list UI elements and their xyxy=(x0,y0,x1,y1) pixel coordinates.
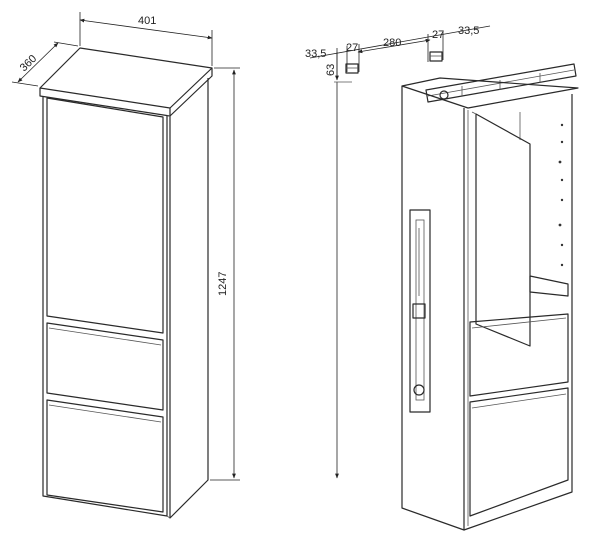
closed-cabinet-view: 401 360 1247 xyxy=(11,12,240,519)
height-label: 1247 xyxy=(217,272,229,296)
upper-door xyxy=(46,97,164,334)
wall-bracket-left xyxy=(345,63,359,74)
wall-bracket-right xyxy=(429,51,443,62)
cabinet-front xyxy=(42,96,168,517)
open-door xyxy=(475,113,531,347)
spacing-label: 280 xyxy=(383,37,401,49)
offset-label: 63 xyxy=(325,64,337,76)
drawer-front-1 xyxy=(469,313,569,397)
shelf-pin-holes xyxy=(558,123,564,267)
drawer-front-2 xyxy=(469,387,569,517)
lower-drawer xyxy=(46,399,164,513)
spirit-level xyxy=(409,209,431,413)
width-label: 401 xyxy=(138,15,156,27)
depth-label: 360 xyxy=(18,53,40,74)
cabinet-top xyxy=(39,47,213,109)
cabinet-side xyxy=(169,78,209,519)
open-cabinet xyxy=(401,77,579,531)
mounting-view: 33,5 27 280 27 33,5 63 xyxy=(305,25,579,531)
edge-right-label: 33,5 xyxy=(458,25,479,37)
width-dimension: 401 xyxy=(79,12,213,66)
height-dimension: 1247 xyxy=(210,67,240,481)
bracket-left-label: 27 xyxy=(346,42,358,54)
upper-drawer xyxy=(46,322,164,411)
bracket-right-label: 27 xyxy=(432,29,444,41)
edge-left-label: 33,5 xyxy=(305,48,326,60)
offset-dimension: 63 xyxy=(325,52,352,479)
depth-dimension: 360 xyxy=(11,41,79,87)
inner-shelf xyxy=(529,275,569,297)
